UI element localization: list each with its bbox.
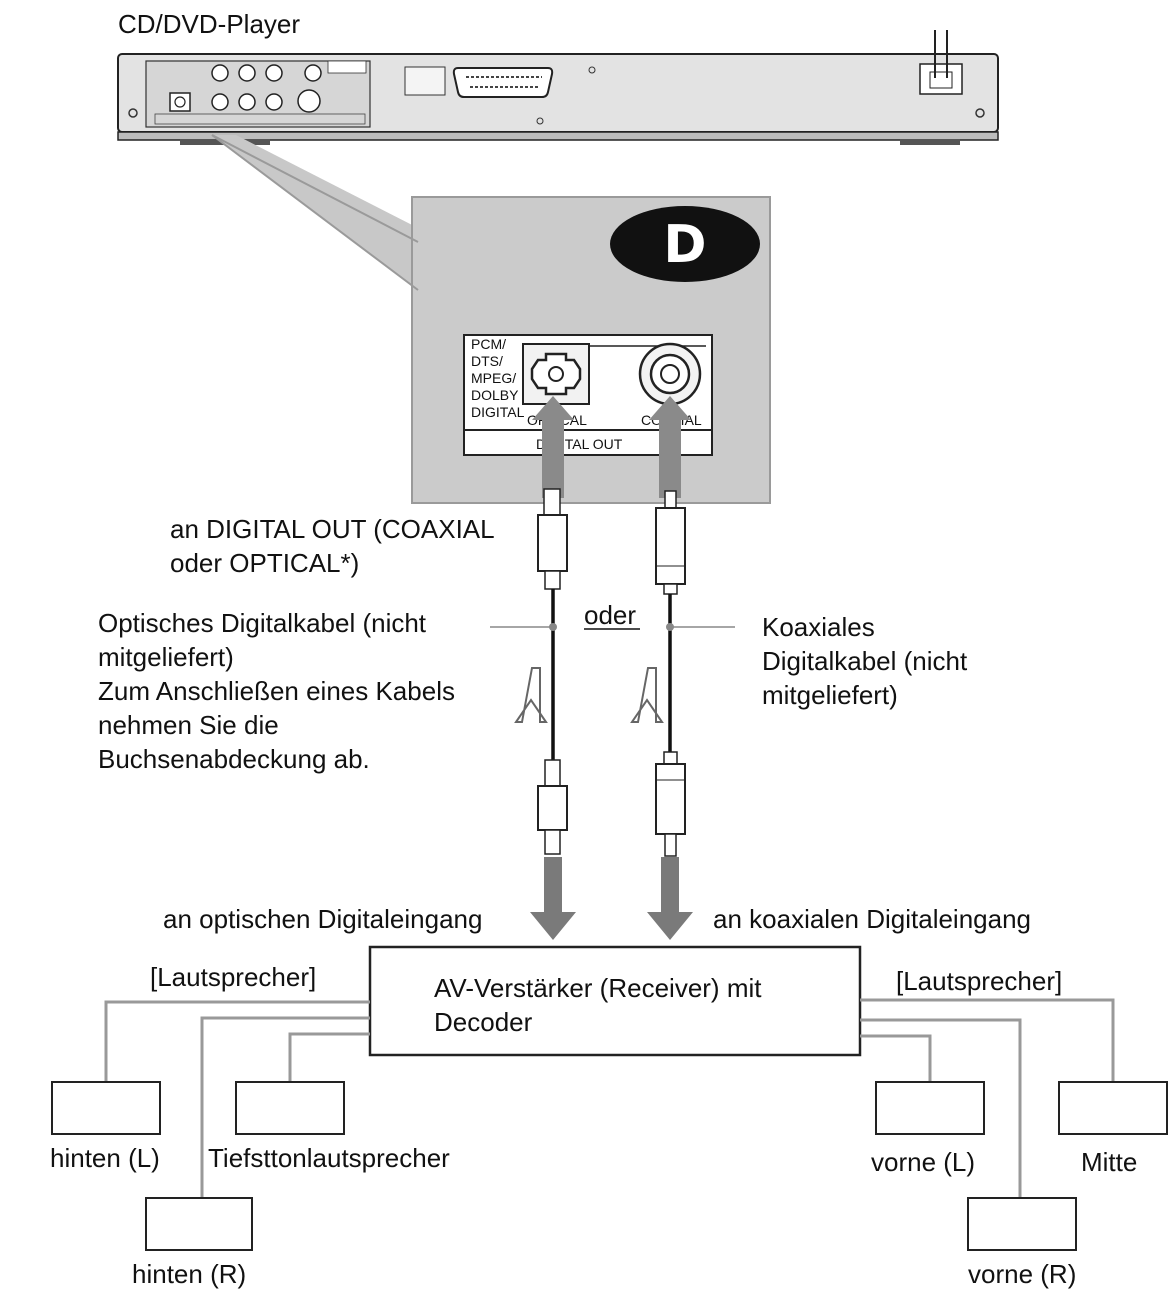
insertion-arrows-down	[530, 857, 693, 940]
speaker-center	[1058, 1081, 1168, 1135]
format-label-1: PCM/	[471, 336, 506, 352]
to-player-label-2: oder OPTICAL*)	[170, 548, 359, 578]
section-badge	[610, 206, 760, 282]
or-label: oder	[584, 600, 636, 630]
player-rear-panel	[117, 30, 999, 145]
format-label-2: DTS/	[471, 353, 503, 369]
speaker-group-left-label: [Lautsprecher]	[150, 962, 316, 992]
format-label-5: DIGITAL	[471, 404, 525, 420]
speaker-front-left	[875, 1081, 985, 1135]
speaker-center-label: Mitte	[1081, 1147, 1137, 1177]
speaker-rear-left	[51, 1081, 161, 1135]
optical-cable-label-1: Optisches Digitalkabel (nicht	[98, 608, 427, 638]
optical-cable	[537, 488, 568, 855]
format-label-3: MPEG/	[471, 370, 516, 386]
speaker-front-left-label: vorne (L)	[871, 1147, 975, 1177]
speaker-rear-left-label: hinten (L)	[50, 1143, 160, 1173]
speaker-rear-right-label: hinten (R)	[132, 1259, 246, 1289]
amplifier-label-1: AV-Verstärker (Receiver) mit	[434, 973, 762, 1003]
coaxial-input-label: an koaxialen Digitaleingang	[713, 904, 1031, 934]
device-title: CD/DVD-Player	[118, 9, 300, 39]
speaker-rear-right	[145, 1197, 253, 1251]
coaxial-cable-label-2: Digitalkabel (nicht	[762, 646, 968, 676]
leader-dots	[549, 623, 674, 631]
section-badge-letter: D	[663, 215, 706, 275]
direction-arrows	[514, 667, 664, 723]
coaxial-cable	[655, 490, 686, 857]
optical-input-label: an optischen Digitaleingang	[163, 904, 482, 934]
speaker-subwoofer	[235, 1081, 345, 1135]
coaxial-cable-label-3: mitgeliefert)	[762, 680, 898, 710]
speaker-front-right	[967, 1197, 1077, 1251]
optical-cable-label-5: Buchsenabdeckung ab.	[98, 744, 370, 774]
optical-cable-label-2: mitgeliefert)	[98, 642, 234, 672]
optical-cable-label-4: nehmen Sie die	[98, 710, 279, 740]
format-label-4: DOLBY	[471, 387, 519, 403]
speaker-front-right-label: vorne (R)	[968, 1259, 1076, 1289]
speaker-group-right-label: [Lautsprecher]	[896, 966, 1062, 996]
to-player-label-1: an DIGITAL OUT (COAXIAL	[170, 514, 495, 544]
optical-cable-label-3: Zum Anschließen eines Kabels	[98, 676, 455, 706]
speaker-subwoofer-label: Tiefsttonlautsprecher	[208, 1143, 450, 1173]
speaker-wires	[104, 998, 1115, 1198]
amplifier-label-2: Decoder	[434, 1007, 533, 1037]
coaxial-cable-label-1: Koaxiales	[762, 612, 875, 642]
av-amplifier-box	[368, 945, 862, 1057]
insertion-arrows-up	[532, 396, 691, 498]
